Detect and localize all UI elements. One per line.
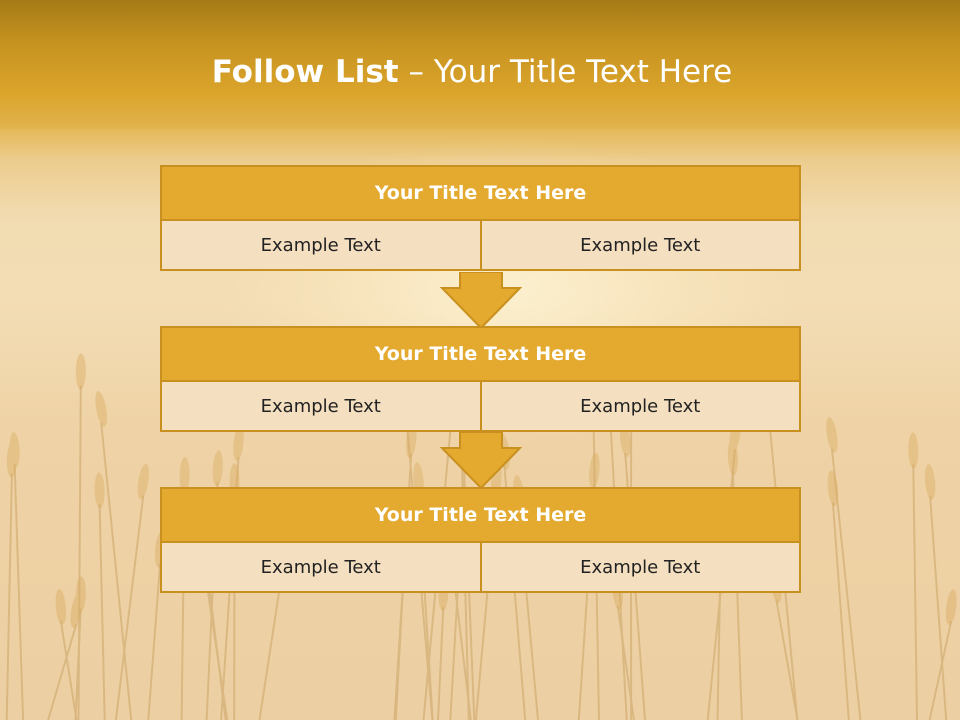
wheat-stalk: [47, 623, 78, 720]
wheat-ear: [75, 353, 86, 390]
wheat-ear: [212, 450, 223, 487]
step-cell-right: Example Text: [481, 543, 801, 593]
step-row: Example Text Example Text: [160, 382, 801, 432]
wheat-ear: [95, 391, 108, 427]
wheat-ear: [94, 472, 105, 509]
wheat-ear: [75, 576, 86, 613]
wheat-ear: [826, 417, 838, 453]
slide-title: Follow List – Your Title Text Here: [0, 54, 944, 90]
wheat-stalk: [775, 599, 799, 720]
step-block-3: Your Title Text Here Example Text Exampl…: [160, 487, 801, 593]
wheat-stalk: [98, 504, 106, 720]
step-row: Example Text Example Text: [160, 543, 801, 593]
wheat-stalk: [929, 495, 948, 720]
down-arrow-icon: [440, 272, 522, 330]
wheat-stalk: [928, 620, 953, 720]
wheat-ear: [6, 441, 17, 478]
down-arrow-icon: [440, 432, 522, 490]
wheat-ear: [70, 592, 83, 628]
wheat-ear: [924, 463, 936, 500]
step-row: Example Text Example Text: [160, 221, 801, 271]
wheat-stalk: [830, 448, 862, 720]
step-cell-left: Example Text: [160, 543, 482, 593]
wheat-ear: [589, 452, 600, 489]
step-cell-right: Example Text: [481, 382, 801, 432]
wheat-stalk: [616, 605, 635, 720]
wheat-ear: [945, 589, 957, 625]
wheat-stalk: [100, 422, 133, 720]
title-bold: Follow List: [211, 54, 399, 90]
step-title: Your Title Text Here: [160, 165, 801, 221]
wheat-ear: [9, 432, 20, 469]
wheat-ear: [827, 470, 839, 507]
wheat-stalk: [5, 473, 13, 720]
step-cell-left: Example Text: [160, 221, 482, 271]
wheat-ear: [137, 463, 149, 500]
step-block-1: Your Title Text Here Example Text Exampl…: [160, 165, 801, 271]
wheat-ear: [55, 588, 67, 625]
wheat-stalk: [258, 579, 282, 720]
title-rest: – Your Title Text Here: [398, 54, 733, 90]
wheat-ear: [727, 439, 738, 476]
wheat-stalk: [437, 606, 445, 720]
wheat-ear: [233, 425, 244, 461]
wheat-stalk: [912, 464, 918, 720]
step-title: Your Title Text Here: [160, 326, 801, 382]
step-cell-right: Example Text: [481, 221, 801, 271]
wheat-ear: [908, 432, 919, 469]
wheat-stalk: [114, 495, 145, 720]
wheat-ear: [179, 457, 190, 493]
wheat-stalk: [147, 563, 162, 720]
step-block-2: Your Title Text Here Example Text Exampl…: [160, 326, 801, 432]
wheat-stalk: [77, 385, 82, 720]
step-cell-left: Example Text: [160, 382, 482, 432]
wheat-stalk: [59, 620, 78, 720]
step-title: Your Title Text Here: [160, 487, 801, 543]
wheat-stalk: [13, 464, 25, 720]
wheat-stalk: [831, 502, 850, 720]
